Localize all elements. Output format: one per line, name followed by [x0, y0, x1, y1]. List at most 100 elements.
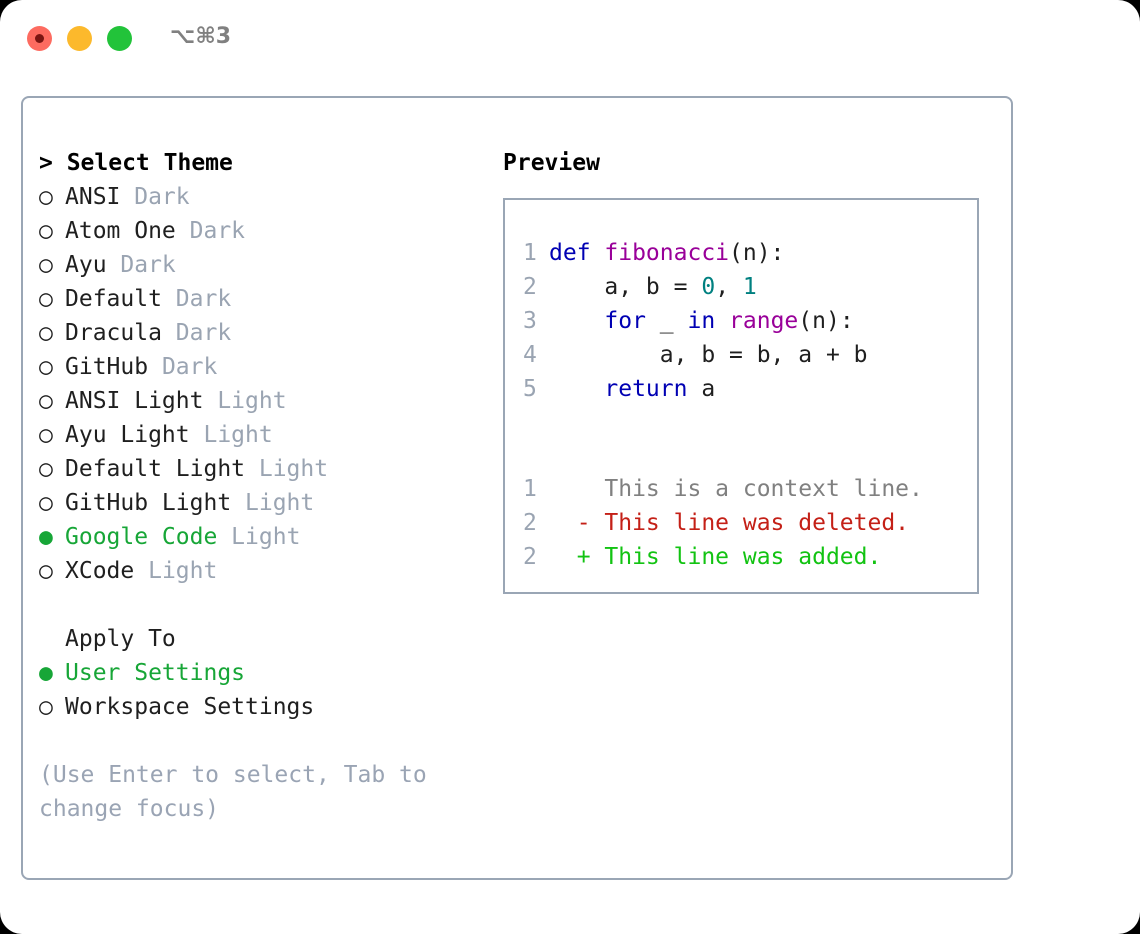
- diff-line: 1 This is a context line.: [523, 472, 977, 506]
- apply-to-option-label: User Settings: [65, 660, 246, 686]
- maximize-window-button[interactable]: [107, 26, 132, 51]
- apply-to-option-list: ● User Settings ○ Workspace Settings: [39, 656, 469, 724]
- theme-selection-column: > Select Theme ○ANSI Dark○Atom One Dark○…: [39, 146, 469, 826]
- code-token: return: [604, 376, 688, 402]
- theme-option-category: Dark: [120, 184, 190, 210]
- code-token: range: [729, 308, 799, 334]
- code-token: in: [687, 308, 716, 334]
- code-token: [715, 308, 729, 334]
- theme-option-label: Google Code: [65, 524, 218, 550]
- code-token: ,: [715, 274, 743, 300]
- radio-unselected-icon: ○: [39, 456, 53, 482]
- radio-unselected-icon: ○: [39, 252, 53, 278]
- radio-unselected-icon: ○: [39, 694, 53, 720]
- theme-option-category: Light: [203, 388, 287, 414]
- diff-sample: 1 This is a context line.2 - This line w…: [523, 472, 977, 574]
- theme-option-category: Light: [245, 456, 329, 482]
- theme-option-ayu-light[interactable]: ○ Ayu Light Light: [39, 418, 469, 452]
- code-token: [549, 308, 604, 334]
- theme-option-label: Ayu Light: [65, 422, 190, 448]
- radio-unselected-icon: ○: [39, 286, 53, 312]
- line-number: 2: [523, 544, 537, 570]
- theme-option-label: XCode: [65, 558, 135, 584]
- line-number: 1: [523, 476, 537, 502]
- code-token: (n):: [798, 308, 854, 334]
- line-number: 2: [523, 274, 537, 300]
- radio-unselected-icon: ○: [39, 320, 53, 346]
- diff-spacer: [523, 406, 977, 472]
- theme-option-label: Default Light: [65, 456, 246, 482]
- diff-marker: +: [549, 544, 605, 570]
- close-window-button[interactable]: [27, 26, 52, 51]
- apply-to-option-label: Workspace Settings: [65, 694, 315, 720]
- theme-option-github-light[interactable]: ○ GitHub Light Light: [39, 486, 469, 520]
- theme-option-category: Dark: [161, 286, 232, 312]
- code-line: 3 for _ in range(n):: [523, 304, 977, 338]
- apply-to-option-workspace-settings[interactable]: ○ Workspace Settings: [39, 690, 469, 724]
- apply-to-heading: Apply To: [65, 626, 176, 652]
- code-token: a, b = b, a + b: [549, 342, 868, 368]
- theme-option-list: ○ANSI Dark○Atom One Dark○Ayu Dark○Defaul…: [39, 180, 469, 588]
- code-line: 5 return a: [523, 372, 977, 406]
- theme-option-category: Dark: [161, 320, 232, 346]
- code-token: for: [604, 308, 646, 334]
- theme-option-label: Ayu: [65, 252, 107, 278]
- code-line: 2 a, b = 0, 1: [523, 270, 977, 304]
- radio-unselected-icon: ○: [39, 218, 53, 244]
- code-token: (n):: [729, 240, 785, 266]
- radio-unselected-icon: ○: [39, 388, 53, 414]
- theme-option-category: Light: [231, 490, 315, 516]
- theme-option-category: Dark: [148, 354, 218, 380]
- code-token: a: [687, 376, 716, 402]
- theme-option-ansi-light[interactable]: ○ANSI Light Light: [39, 384, 469, 418]
- theme-option-atom-one[interactable]: ○Atom One Dark: [39, 214, 469, 248]
- theme-option-dracula[interactable]: ○Dracula Dark: [39, 316, 469, 350]
- apply-to-option-user-settings[interactable]: ● User Settings: [39, 656, 469, 690]
- code-token: a, b =: [549, 274, 702, 300]
- code-line: 4 a, b = b, a + b: [523, 338, 977, 372]
- keyboard-shortcut-label: ⌥⌘3: [170, 24, 232, 49]
- radio-unselected-icon: ○: [39, 490, 53, 516]
- theme-option-ansi[interactable]: ○ANSI Dark: [39, 180, 469, 214]
- theme-option-category: Light: [217, 524, 301, 550]
- line-number: 5: [523, 376, 537, 402]
- keyboard-hint-text: (Use Enter to select, Tab to change focu…: [39, 762, 427, 822]
- section-spacer: [39, 588, 469, 622]
- code-token: def: [549, 240, 605, 266]
- diff-line: 2 + This line was added.: [523, 540, 977, 574]
- theme-option-label: Default: [65, 286, 162, 312]
- code-token: fibonacci: [604, 240, 730, 266]
- line-number: 4: [523, 342, 537, 368]
- window-titlebar: ⌥⌘3: [0, 0, 1140, 78]
- theme-option-default[interactable]: ○ Default Dark: [39, 282, 469, 316]
- theme-option-category: Light: [189, 422, 273, 448]
- preview-heading: Preview: [503, 150, 600, 176]
- theme-option-xcode[interactable]: ○XCode Light: [39, 554, 469, 588]
- radio-unselected-icon: ○: [39, 354, 53, 380]
- radio-selected-icon: ●: [39, 660, 53, 686]
- diff-text: This line was deleted.: [604, 510, 910, 536]
- diff-marker: [549, 476, 604, 502]
- code-token: 1: [742, 274, 757, 300]
- minimize-window-button[interactable]: [67, 26, 92, 51]
- radio-unselected-icon: ○: [39, 422, 53, 448]
- line-number: 3: [523, 308, 537, 334]
- diff-text: This line was added.: [604, 544, 882, 570]
- radio-unselected-icon: ○: [39, 558, 53, 584]
- theme-option-default-light[interactable]: ○ Default Light Light: [39, 452, 469, 486]
- theme-option-category: Dark: [106, 252, 176, 278]
- code-token: _: [645, 308, 688, 334]
- theme-option-google-code[interactable]: ● Google Code Light: [39, 520, 469, 554]
- theme-option-github[interactable]: ○ GitHub Dark: [39, 350, 469, 384]
- code-token: [549, 376, 604, 402]
- theme-option-label: GitHub: [65, 354, 149, 380]
- radio-selected-icon: ●: [39, 524, 53, 550]
- diff-line: 2 - This line was deleted.: [523, 506, 977, 540]
- theme-option-ayu[interactable]: ○ Ayu Dark: [39, 248, 469, 282]
- theme-option-label: GitHub Light: [65, 490, 232, 516]
